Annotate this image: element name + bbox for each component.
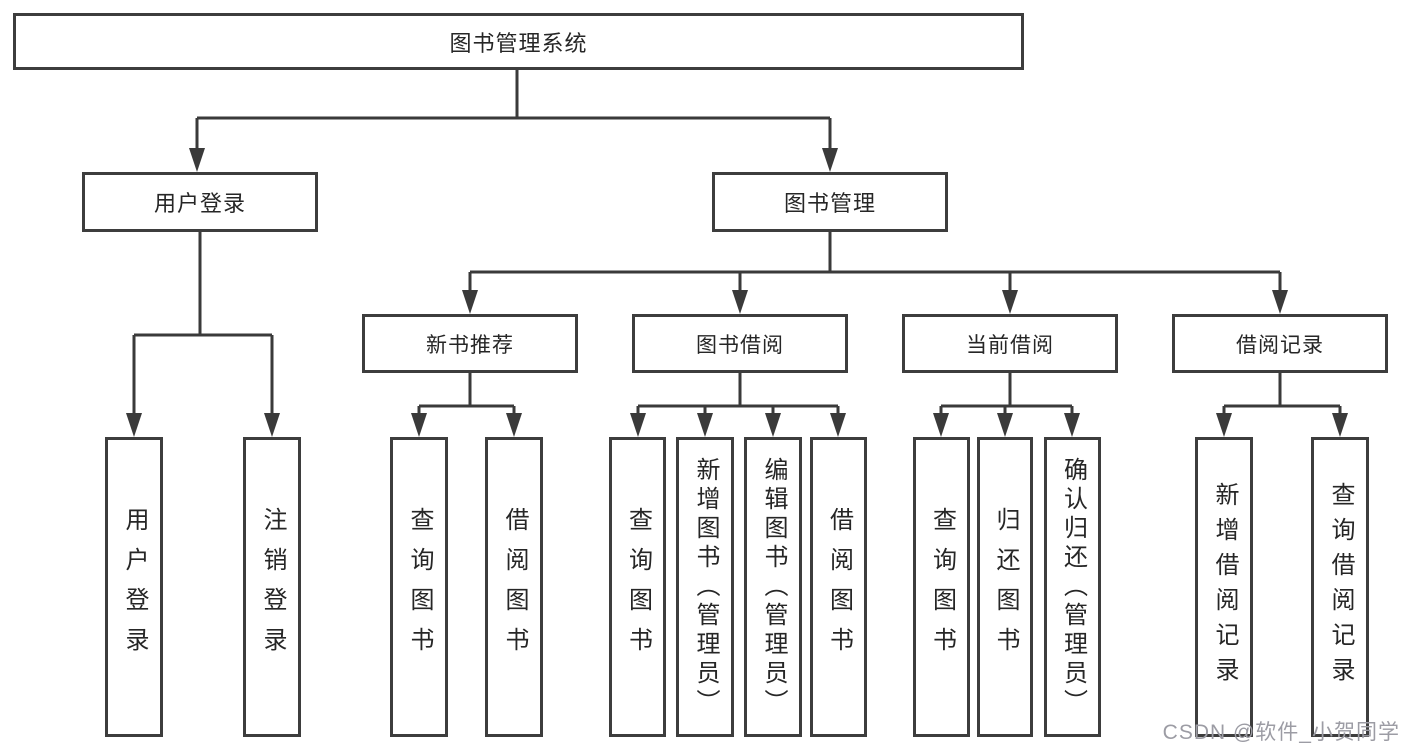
node-group-borrow-records-label: 借阅记录 <box>1236 333 1324 357</box>
leaf-new-books-query: 查询图书 <box>390 437 448 737</box>
leaf-query-borrow-record: 查询借阅记录 <box>1311 437 1369 737</box>
node-group-new-books-label: 新书推荐 <box>426 333 514 357</box>
node-root: 图书管理系统 <box>13 13 1024 70</box>
leaf-add-book-admin: 新增图书（管理员） <box>676 437 734 737</box>
node-group-book-borrow-label: 图书借阅 <box>696 333 784 357</box>
node-branch-book-mgmt-label: 图书管理 <box>783 191 876 216</box>
leaf-add-borrow-record: 新增借阅记录 <box>1195 437 1253 737</box>
node-branch-user-login: 用户登录 <box>82 172 318 232</box>
leaf-new-books-borrow: 借阅图书 <box>485 437 543 737</box>
leaf-current-query-label: 查询图书 <box>928 507 956 667</box>
leaf-borrow-book-label: 借阅图书 <box>825 507 853 667</box>
leaf-query-borrow-record-label: 查询借阅记录 <box>1327 482 1354 692</box>
leaf-confirm-return-admin-label: 确认归还（管理员） <box>1059 456 1087 718</box>
node-branch-user-login-label: 用户登录 <box>153 191 246 216</box>
leaf-user-login-label: 用户登录 <box>121 507 148 667</box>
leaf-borrow-query-label: 查询图书 <box>624 507 652 667</box>
node-group-borrow-records: 借阅记录 <box>1172 314 1388 373</box>
watermark: CSDN @软件_小贺同学 <box>1162 721 1400 744</box>
node-root-label: 图书管理系统 <box>449 30 588 56</box>
leaf-add-book-admin-label: 新增图书（管理员） <box>692 456 719 718</box>
leaf-current-query: 查询图书 <box>913 437 970 737</box>
leaf-user-login: 用户登录 <box>105 437 163 737</box>
leaf-edit-book-admin-label: 编辑图书（管理员） <box>760 456 787 718</box>
leaf-add-borrow-record-label: 新增借阅记录 <box>1211 482 1238 692</box>
leaf-logout-label: 注销登录 <box>259 507 286 667</box>
leaf-return-book-label: 归还图书 <box>992 507 1019 667</box>
node-group-current-borrow-label: 当前借阅 <box>966 333 1054 357</box>
leaf-return-book: 归还图书 <box>977 437 1033 737</box>
leaf-new-books-query-label: 查询图书 <box>406 507 433 667</box>
leaf-new-books-borrow-label: 借阅图书 <box>501 507 528 667</box>
node-group-new-books: 新书推荐 <box>362 314 578 373</box>
leaf-confirm-return-admin: 确认归还（管理员） <box>1044 437 1101 737</box>
leaf-borrow-query: 查询图书 <box>609 437 666 737</box>
leaf-borrow-book: 借阅图书 <box>810 437 867 737</box>
leaf-logout: 注销登录 <box>243 437 301 737</box>
node-group-book-borrow: 图书借阅 <box>632 314 848 373</box>
node-group-current-borrow: 当前借阅 <box>902 314 1118 373</box>
node-branch-book-mgmt: 图书管理 <box>712 172 948 232</box>
leaf-edit-book-admin: 编辑图书（管理员） <box>744 437 802 737</box>
